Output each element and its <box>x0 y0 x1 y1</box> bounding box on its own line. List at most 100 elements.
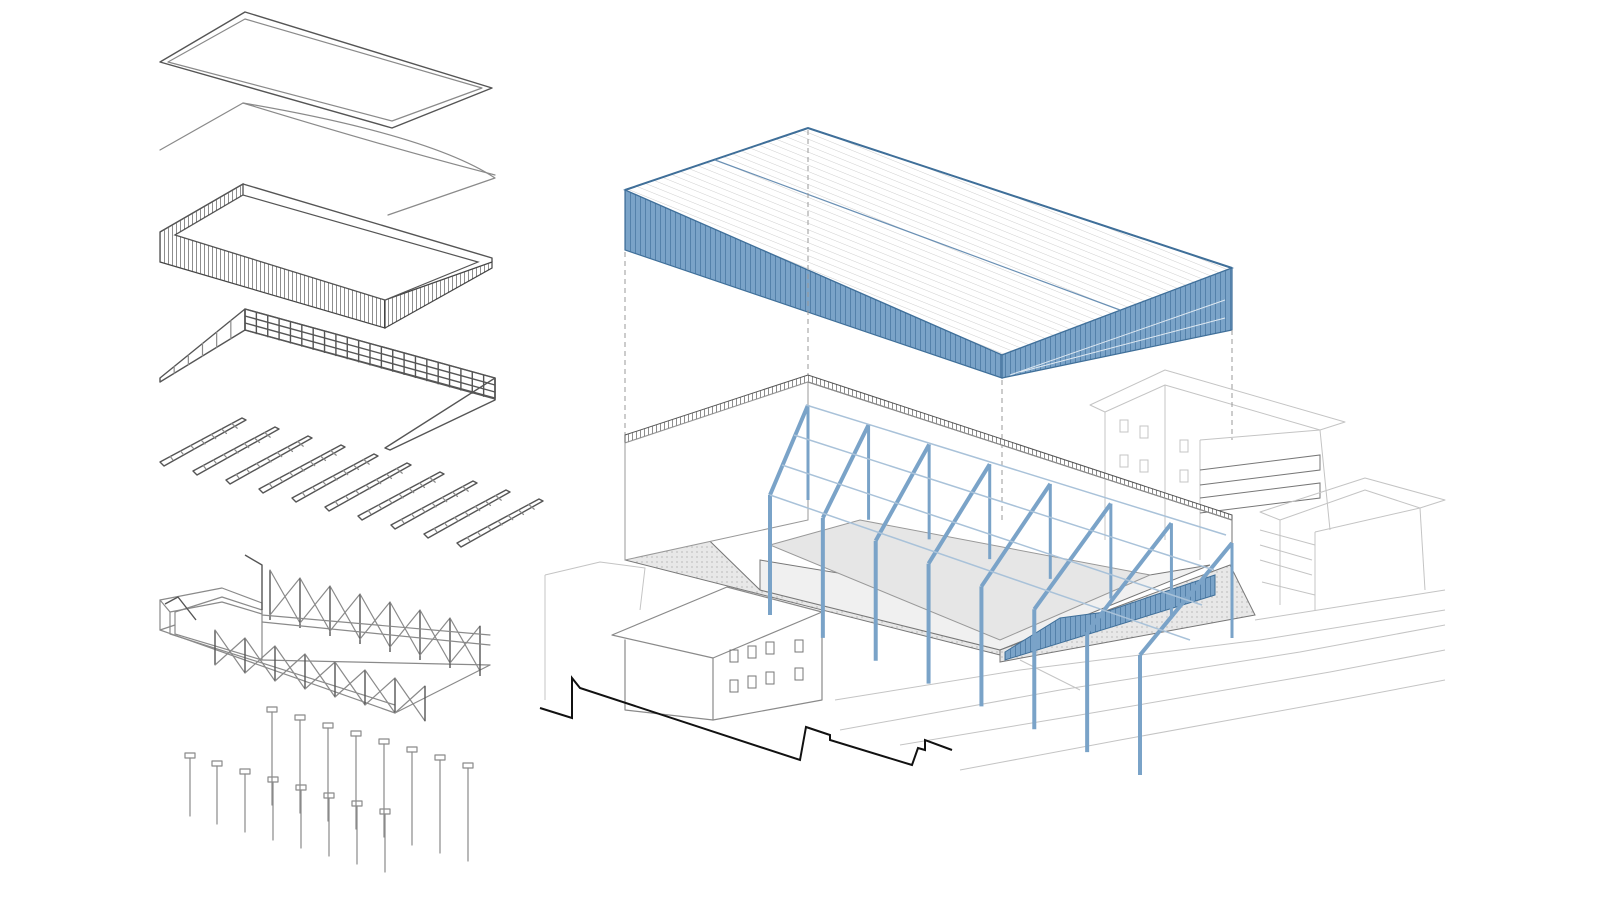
truss-web <box>495 494 502 501</box>
truss-web <box>200 439 206 445</box>
truss-web <box>464 511 470 517</box>
frame-brace <box>364 677 396 706</box>
truss-web <box>342 469 349 476</box>
terrain-section-line <box>539 675 953 767</box>
truss-web <box>433 527 438 533</box>
truss-web <box>289 471 294 477</box>
truss-web <box>355 489 360 495</box>
truss-web <box>476 531 482 537</box>
truss-web <box>363 458 370 465</box>
pile-cap <box>184 752 196 759</box>
frame-brace <box>269 577 301 616</box>
grid-transom <box>244 329 496 400</box>
truss-web <box>235 473 240 479</box>
roof-truss <box>423 489 511 539</box>
roof-truss <box>159 417 247 467</box>
pile-cap <box>295 784 307 791</box>
truss-web <box>190 444 195 450</box>
grid-transom <box>244 308 496 379</box>
balcony-rail <box>1199 454 1321 486</box>
truss-web <box>330 449 337 456</box>
truss-web <box>319 455 327 462</box>
frame-brace <box>214 637 246 666</box>
context-house-left <box>611 586 823 721</box>
grid-transom <box>244 315 496 386</box>
window <box>1139 459 1149 473</box>
truss-web <box>264 431 271 438</box>
alignment-dashes <box>624 130 1233 520</box>
truss-web <box>169 455 174 461</box>
layer-roof-trusses <box>159 417 544 548</box>
roof-truss <box>456 498 544 548</box>
window <box>1119 419 1129 433</box>
truss-web <box>352 464 360 471</box>
frame-brace <box>274 653 306 682</box>
truss-web <box>474 505 481 512</box>
roof-truss <box>324 462 412 512</box>
truss-web <box>466 536 471 542</box>
truss-web <box>253 437 261 444</box>
layer-steel-frame-and-walls <box>159 554 491 722</box>
truss-web <box>385 473 393 480</box>
window <box>1179 439 1189 453</box>
pile-cap <box>266 706 278 713</box>
portal-rafter <box>1085 522 1174 634</box>
pile-cap <box>294 714 306 721</box>
truss-web <box>278 477 284 483</box>
truss-web <box>276 451 283 458</box>
roof-truss <box>357 471 445 521</box>
truss-web <box>299 466 305 472</box>
truss-web <box>507 514 514 521</box>
truss-web <box>220 428 228 435</box>
truss-web <box>332 475 338 481</box>
purlin <box>781 464 1203 606</box>
frame-rail <box>261 621 491 646</box>
truss-web <box>528 503 535 510</box>
grid-transom <box>244 322 496 393</box>
truss-web <box>410 513 416 519</box>
truss-web <box>243 442 250 449</box>
truss-web <box>367 509 372 515</box>
portal-rafter <box>821 423 871 519</box>
truss-web <box>233 448 239 454</box>
pile-cap <box>350 730 362 737</box>
context-house-right-small <box>1259 477 1446 610</box>
truss-web <box>266 457 272 463</box>
pile-cap <box>267 776 279 783</box>
roof-truss <box>225 435 313 485</box>
portal-rafter <box>979 482 1052 588</box>
frame-brace <box>244 645 276 674</box>
context-house-right-large <box>1089 369 1346 560</box>
frame-brace <box>389 609 421 648</box>
portal-rafter <box>768 404 810 496</box>
window <box>1139 425 1149 439</box>
truss-web <box>286 446 294 453</box>
pile-cap <box>406 746 418 753</box>
window <box>1119 454 1129 468</box>
layer-roof-top-plate <box>159 11 493 129</box>
pile-cap <box>239 768 251 775</box>
roof-truss <box>390 480 478 530</box>
pile-cap <box>351 800 363 807</box>
truss-web <box>268 482 273 488</box>
frame-brace <box>419 617 451 656</box>
main-building-base <box>624 497 1256 663</box>
truss-web <box>400 518 405 524</box>
truss-web <box>517 509 525 516</box>
portal-rafter <box>1032 502 1113 611</box>
portal-rafter <box>873 443 931 542</box>
truss-web <box>431 502 437 508</box>
roof-truss <box>192 426 280 476</box>
roof-truss <box>291 453 379 503</box>
truss-web <box>484 500 492 507</box>
truss-web <box>334 500 339 506</box>
truss-web <box>377 504 383 510</box>
truss-web <box>398 493 404 499</box>
truss-web <box>451 491 459 498</box>
main-portal-frames <box>768 404 1234 775</box>
truss-web <box>388 498 393 504</box>
window <box>765 671 775 685</box>
truss-web <box>462 485 469 492</box>
pile-cap <box>434 754 446 761</box>
pile-cap <box>379 808 391 815</box>
